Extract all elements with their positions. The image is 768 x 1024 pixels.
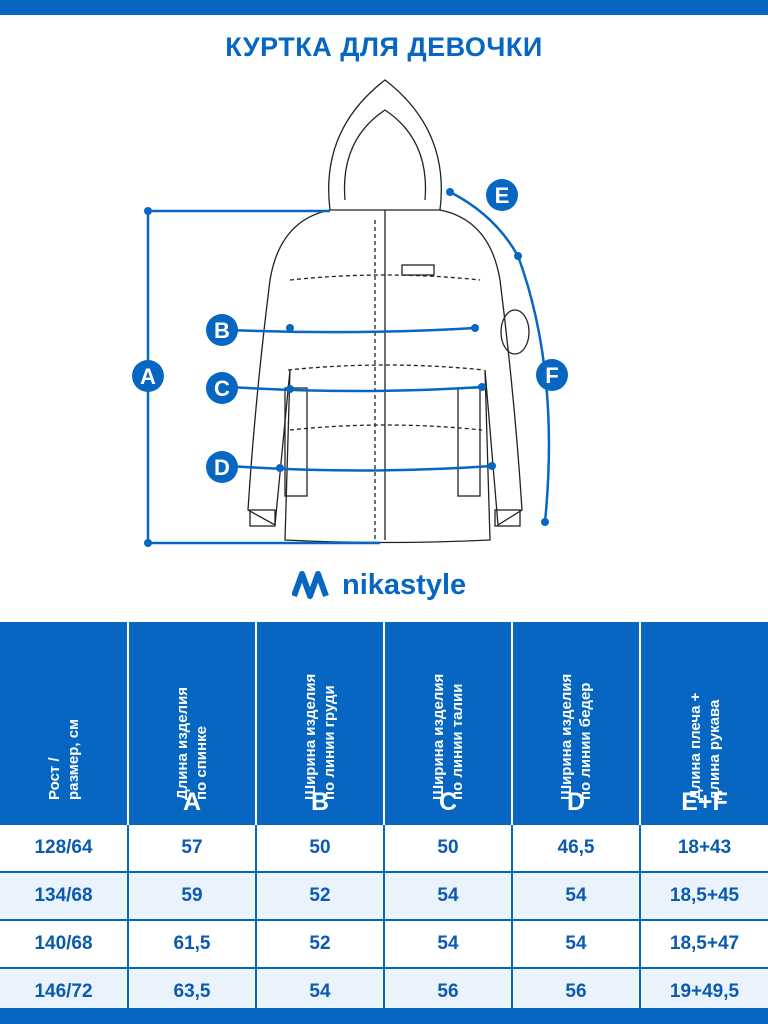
table-cell: 146/72 — [0, 967, 129, 1015]
size-table: Рост / размер, см Длина изделия по спинке… — [0, 622, 768, 1015]
header-letter: B — [310, 788, 330, 816]
table-cell: 54 — [512, 919, 641, 968]
table-cell: 54 — [512, 871, 641, 920]
header-text: Рост / размер, см — [45, 718, 82, 800]
header-text: Длина плеча + длина рукава — [686, 692, 723, 800]
table-cell: 19+49,5 — [640, 967, 768, 1015]
table-cell: 128/64 — [0, 823, 129, 872]
label-b: B — [206, 314, 238, 346]
measure-dots — [144, 188, 549, 547]
table-cell: 50 — [384, 823, 513, 872]
header-letter: C — [438, 788, 458, 816]
label-c: C — [206, 372, 238, 404]
svg-text:C: C — [214, 376, 230, 401]
svg-text:D: D — [214, 455, 230, 480]
table-cell: 52 — [256, 871, 385, 920]
table-cell: 54 — [384, 871, 513, 920]
svg-text:E: E — [495, 183, 510, 208]
table-cell: 59 — [128, 871, 257, 920]
header-text: Ширина изделия по линии бедер — [558, 673, 594, 800]
header-letter: A — [182, 788, 202, 816]
table-cell: 56 — [384, 967, 513, 1015]
bottom-bar — [0, 1008, 768, 1024]
svg-text:A: A — [140, 364, 156, 389]
svg-text:F: F — [545, 363, 558, 388]
header-text: Ширина изделия по линии талии — [430, 673, 466, 800]
label-f: F — [536, 359, 568, 391]
logo-wave-icon — [292, 571, 329, 599]
header-letter: D — [566, 788, 586, 816]
column-header: Рост / размер, см — [0, 622, 129, 824]
top-bar — [0, 0, 768, 15]
svg-text:B: B — [214, 318, 230, 343]
jacket-outline — [247, 79, 530, 544]
header-text: Длина изделия по спинке — [174, 686, 210, 800]
brand-logo: nikastyle — [292, 568, 466, 602]
table-cell: 18,5+47 — [640, 919, 768, 968]
table-cell: 50 — [256, 823, 385, 872]
table-cell: 54 — [384, 919, 513, 968]
table-cell: 140/68 — [0, 919, 129, 968]
header-letter: E+F — [681, 788, 728, 816]
label-e: E — [486, 179, 518, 211]
table-cell: 134/68 — [0, 871, 129, 920]
table-cell: 54 — [256, 967, 385, 1015]
label-a: A — [132, 360, 164, 392]
table-cell: 57 — [128, 823, 257, 872]
table-cell: 46,5 — [512, 823, 641, 872]
table-cell: 56 — [512, 967, 641, 1015]
table-cell: 18+43 — [640, 823, 768, 872]
table-cell: 61,5 — [128, 919, 257, 968]
page-title: КУРТКА ДЛЯ ДЕВОЧКИ — [225, 32, 543, 62]
table-cell: 18,5+45 — [640, 871, 768, 920]
header-text: Ширина изделия по линии груди — [302, 673, 338, 800]
label-d: D — [206, 451, 238, 483]
jacket-diagram: A B C D E F — [132, 79, 568, 547]
brand-name: nikastyle — [342, 568, 467, 601]
table-cell: 63,5 — [128, 967, 257, 1015]
table-cell: 52 — [256, 919, 385, 968]
